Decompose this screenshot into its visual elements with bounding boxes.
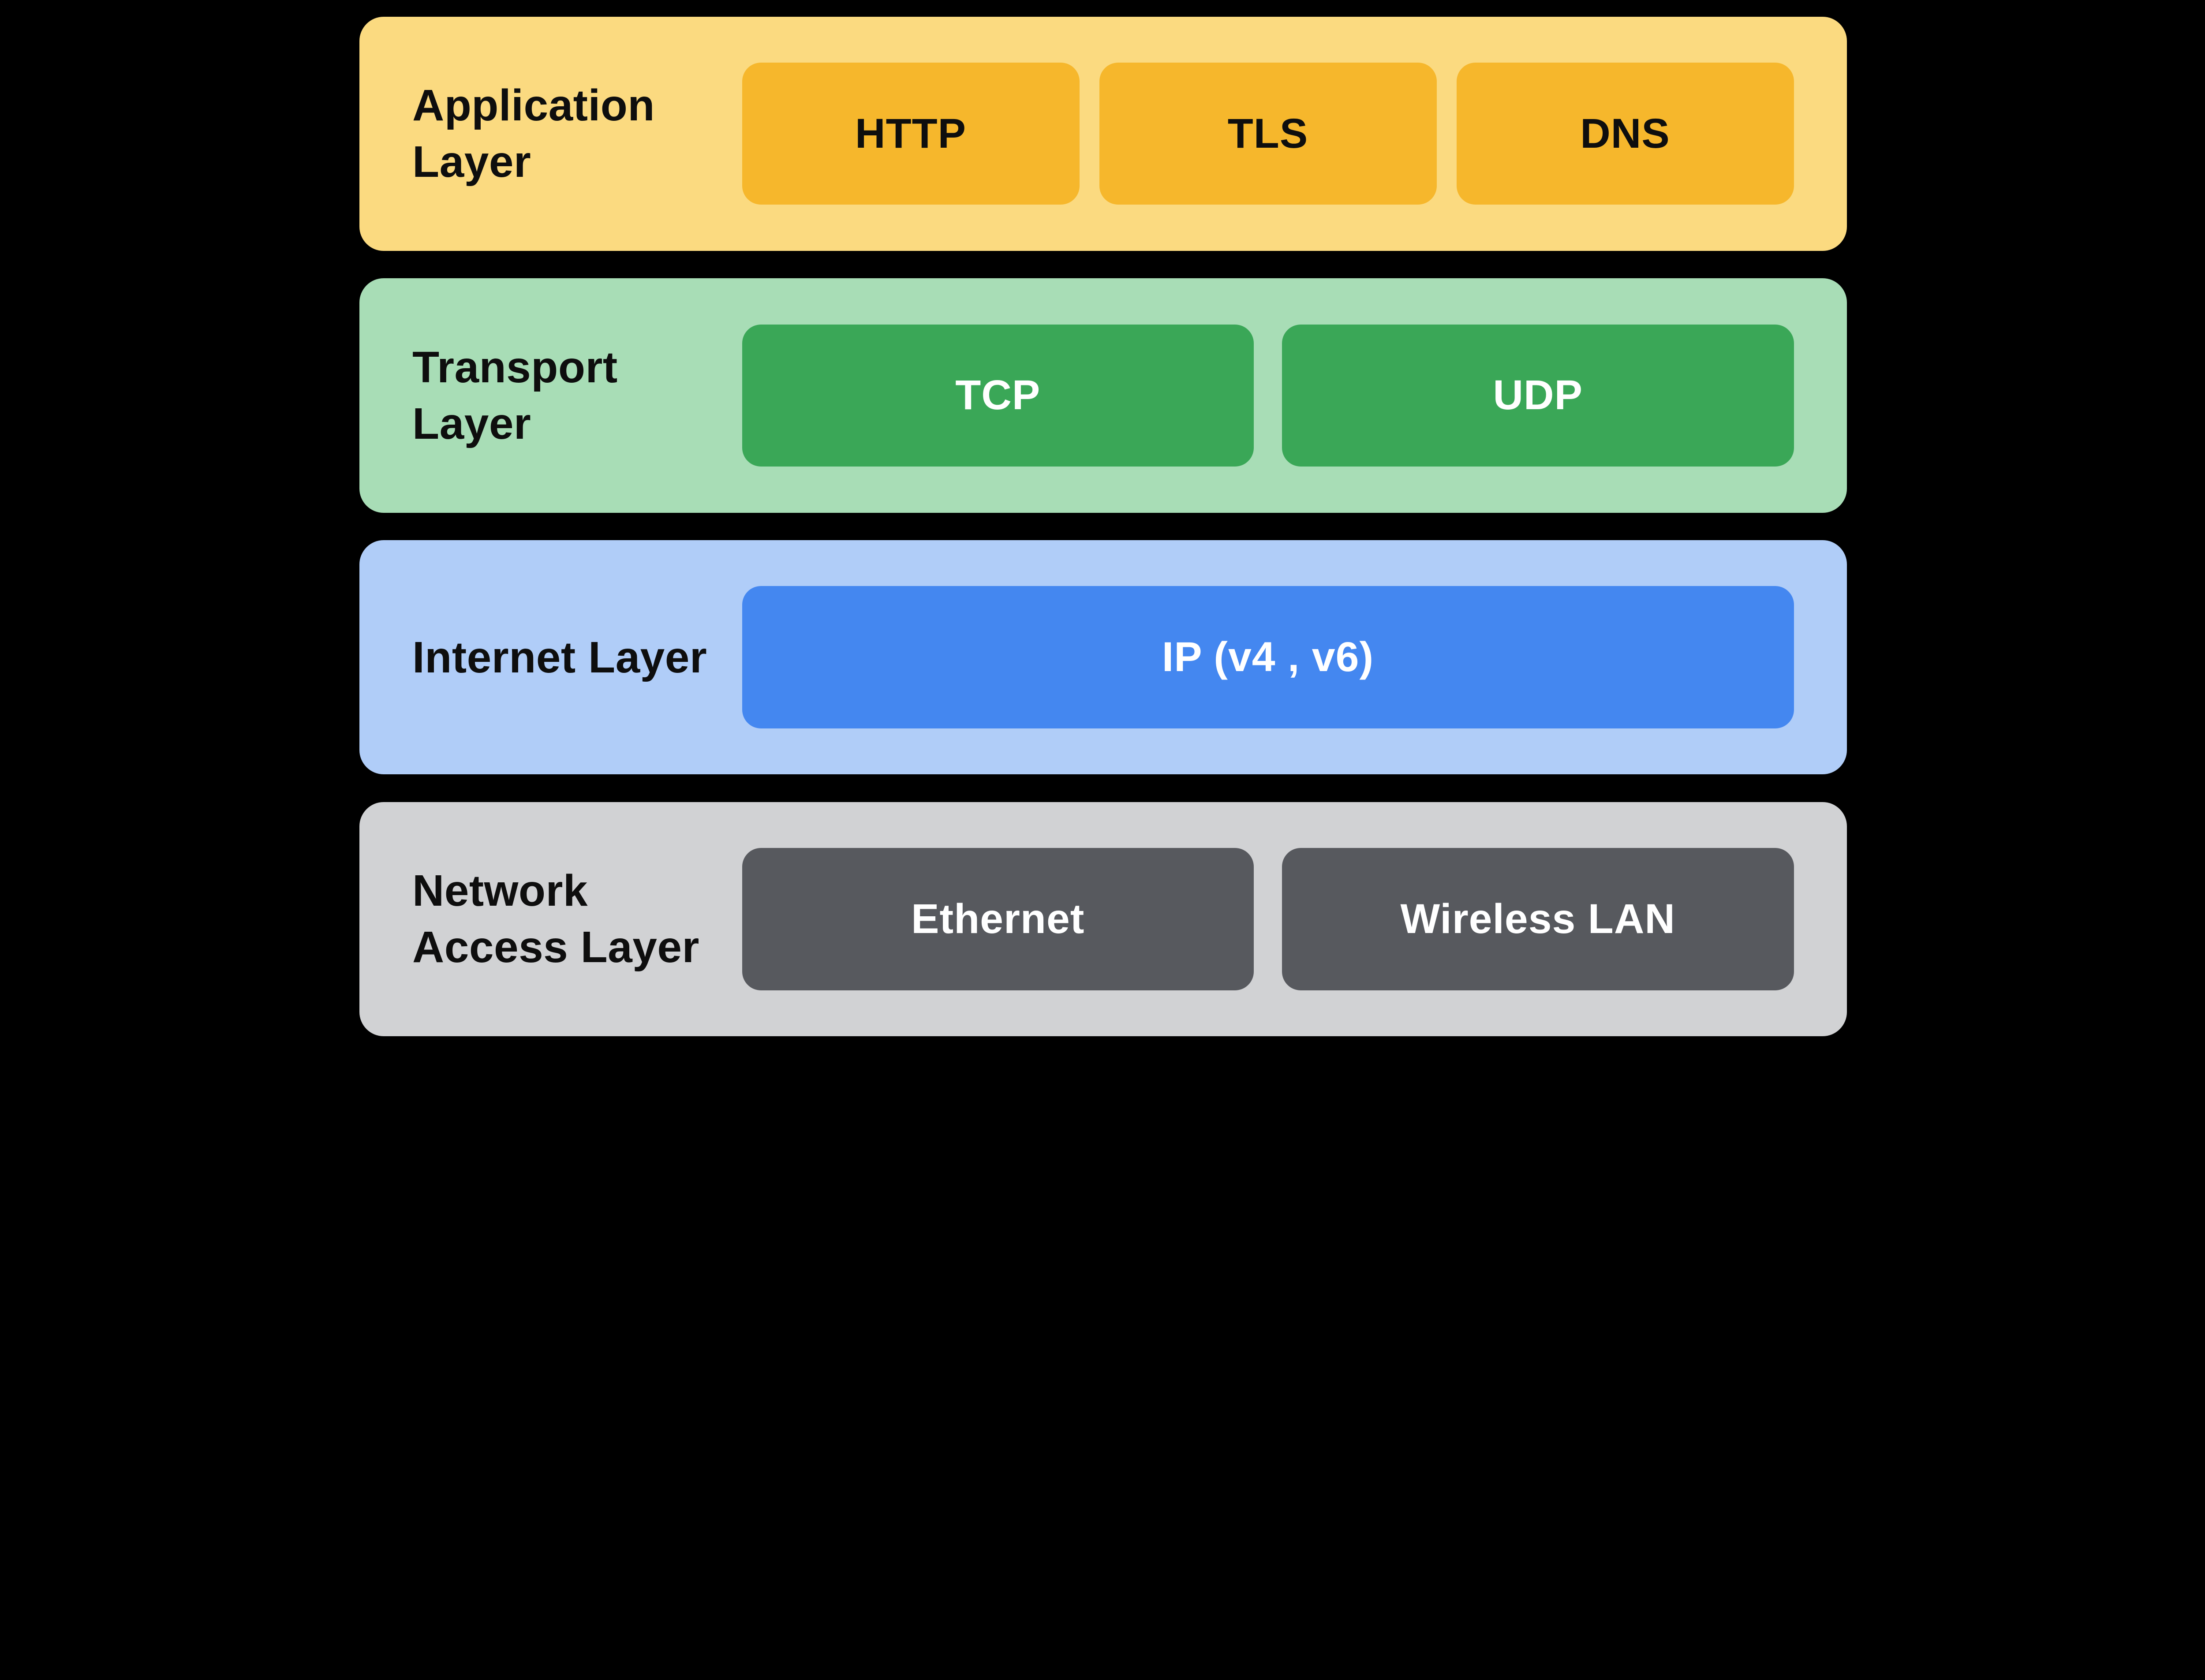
layer-band-internet: Internet Layer IP (v4 , v6) [359, 540, 1847, 775]
protocol-box-label-ip: IP (v4 , v6) [1162, 634, 1374, 681]
protocol-box-dns: DNS [1456, 62, 1794, 205]
layer-band-application: Application Layer HTTP TLS DNS [359, 16, 1847, 251]
protocol-box-row-internet: IP (v4 , v6) [742, 586, 1794, 728]
protocol-box-label-ethernet: Ethernet [911, 895, 1085, 942]
layer-label-network-access: Network Access Layer [412, 866, 699, 972]
protocol-box-row-application: HTTP TLS DNS [742, 62, 1794, 205]
protocol-box-tcp: TCP [742, 324, 1254, 467]
layer-label-internet: Internet Layer [412, 632, 707, 682]
layer-label-application: Application Layer [412, 81, 655, 187]
protocol-box-ethernet: Ethernet [742, 848, 1254, 990]
protocol-box-wireless-lan: Wireless LAN [1282, 848, 1794, 990]
layer-band-network-access: Network Access Layer Ethernet Wireless L… [359, 802, 1847, 1036]
protocol-box-label-tls: TLS [1227, 110, 1308, 157]
protocol-box-http: HTTP [742, 62, 1080, 205]
layer-label-transport: Transport Layer [412, 342, 618, 448]
protocol-box-label-tcp: TCP [955, 372, 1041, 419]
protocol-box-tls: TLS [1099, 62, 1437, 205]
protocol-box-label-wireless-lan: Wireless LAN [1400, 895, 1676, 942]
protocol-box-udp: UDP [1282, 324, 1794, 467]
protocol-box-label-http: HTTP [855, 110, 967, 157]
diagram-canvas: Application Layer HTTP TLS DNS Transport… [359, 16, 1847, 1036]
protocol-box-row-network-access: Ethernet Wireless LAN [742, 848, 1794, 990]
protocol-box-label-dns: DNS [1580, 110, 1670, 157]
layer-band-transport: Transport Layer TCP UDP [359, 278, 1847, 513]
protocol-box-ip: IP (v4 , v6) [742, 586, 1794, 728]
tcpip-stack: Application Layer HTTP TLS DNS Transport… [359, 16, 1847, 1036]
protocol-box-label-udp: UDP [1493, 372, 1583, 419]
protocol-box-row-transport: TCP UDP [742, 324, 1794, 467]
